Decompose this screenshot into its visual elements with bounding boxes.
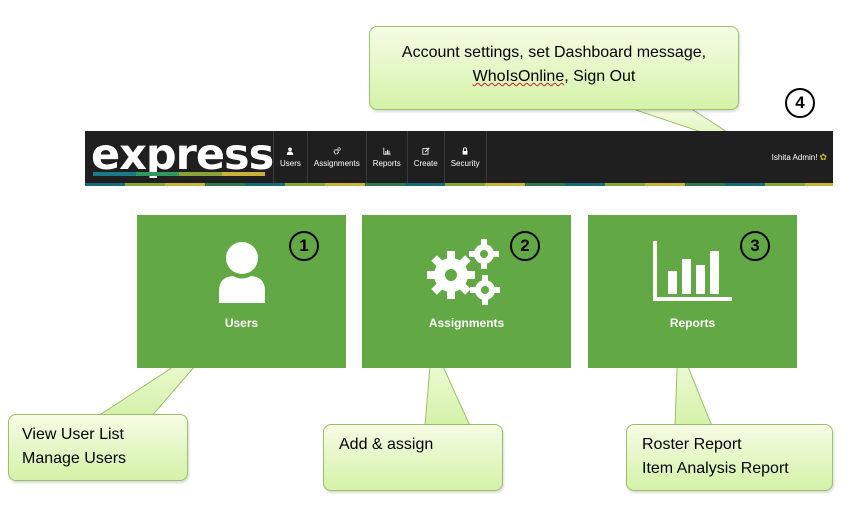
navbar-stripe <box>85 183 833 186</box>
gears-icon <box>333 146 341 155</box>
account-callout-line1: Account settings, set Dashboard message, <box>401 44 707 61</box>
bar-chart-icon <box>653 241 732 301</box>
user-icon <box>219 242 265 303</box>
reports-badge: 3 <box>740 231 770 261</box>
account-callout: Account settings, set Dashboard message,… <box>369 26 739 110</box>
users-callout: View User List Manage Users <box>8 414 188 481</box>
lock-icon <box>462 146 468 155</box>
nav-security[interactable]: Security <box>443 131 487 183</box>
reports-tile-label: Reports <box>669 316 716 330</box>
nav-assignments[interactable]: Assignments <box>306 131 366 183</box>
users-badge: 1 <box>289 231 319 261</box>
reports-callout-line2: Item Analysis Report <box>642 460 789 477</box>
reports-callout-line1: Roster Report <box>642 436 742 453</box>
users-callout-line1: View User List <box>22 426 124 443</box>
assignments-callout-line1: Add & assign <box>339 436 434 453</box>
user-name: Ishita Admin! <box>771 153 818 162</box>
nav-users[interactable]: Users <box>273 131 307 183</box>
bar-chart-icon <box>383 147 391 155</box>
reports-callout: Roster Report Item Analysis Report <box>626 424 833 491</box>
reports-tile[interactable]: Reports 3 <box>588 215 797 368</box>
nav-security-label: Security <box>450 158 480 168</box>
assignments-tile[interactable]: Assignments 2 <box>362 215 571 368</box>
gear-icon: ✿ <box>819 152 827 162</box>
logo-underline <box>93 172 265 176</box>
assignments-badge: 2 <box>510 231 540 261</box>
users-tile[interactable]: Users 1 <box>137 215 346 368</box>
nav-assignments-label: Assignments <box>313 158 360 168</box>
whoisonline-text: WhoIsOnline <box>472 68 565 85</box>
nav-reports[interactable]: Reports <box>365 131 407 183</box>
nav-items: Users Assignments Reports Create Securit… <box>273 131 487 183</box>
nav-create[interactable]: Create <box>406 131 444 183</box>
top-navbar: express Users Assignments Reports Create… <box>85 131 833 186</box>
gears-icon <box>427 239 500 305</box>
user-account-menu[interactable]: Ishita Admin! ✿ <box>772 152 827 163</box>
express-logo: express <box>91 130 274 180</box>
user-icon <box>287 147 294 155</box>
users-callout-line2: Manage Users <box>22 450 127 467</box>
users-tile-label: Users <box>224 316 259 330</box>
nav-create-label: Create <box>413 158 438 168</box>
nav-reports-label: Reports <box>372 158 401 168</box>
sign-out-text: , Sign Out <box>564 68 636 85</box>
assignments-callout: Add & assign <box>323 424 503 491</box>
nav-users-label: Users <box>280 158 301 168</box>
edit-icon <box>422 146 430 155</box>
assignments-tile-label: Assignments <box>428 316 505 330</box>
account-badge: 4 <box>785 88 815 118</box>
